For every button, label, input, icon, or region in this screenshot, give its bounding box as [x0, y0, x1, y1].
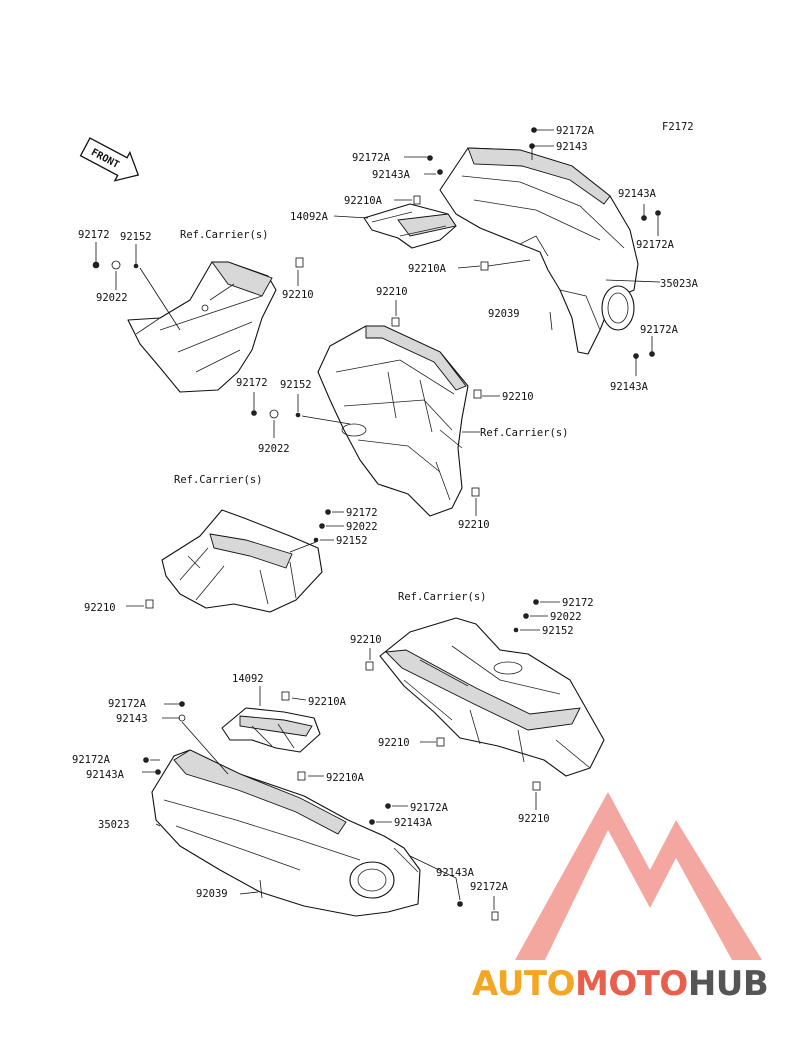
part-label: 92210: [502, 391, 534, 403]
left-carrier-bracket-middle: [161, 509, 323, 613]
center-carrier-tray: [317, 325, 469, 517]
clip-icon: [295, 257, 304, 268]
part-label: 92152: [542, 625, 574, 637]
watermark-triangle-icon: [515, 792, 762, 960]
rear-fender-right: [439, 147, 639, 355]
part-label: 92143A: [372, 169, 411, 181]
part-label: 92210A: [308, 696, 347, 708]
sub-bracket-lower: [221, 691, 321, 753]
part-label: 92172A: [640, 324, 679, 336]
part-label: 92022: [550, 611, 582, 623]
ref-carrier-label: Ref.Carrier(s): [180, 229, 269, 241]
part-label: 92172A: [72, 754, 111, 766]
part-label: 92152: [336, 535, 368, 547]
fasteners-right-lower: [365, 599, 541, 791]
left-carrier-bracket-upper: [127, 261, 277, 393]
part-label: 92022: [96, 292, 128, 304]
part-label: 92172A: [556, 125, 595, 137]
part-label: 92210: [376, 286, 408, 298]
part-label: 92210: [518, 813, 550, 825]
watermark-part1: AUTO: [472, 964, 575, 1004]
front-arrow-icon: FRONT: [79, 137, 140, 182]
watermark-part3: HUB: [688, 964, 768, 1004]
fasteners-upper-left: [92, 257, 304, 270]
part-label: 92039: [196, 888, 228, 900]
fasteners-upper-right: [427, 127, 661, 359]
part-label: 92039: [488, 308, 520, 320]
ref-carrier-label: Ref.Carrier(s): [398, 591, 487, 603]
part-label: 92210A: [408, 263, 447, 275]
watermark-part2: MOTO: [575, 964, 688, 1004]
fasteners-left-middle: [145, 509, 331, 609]
part-label: 92172: [562, 597, 594, 609]
fasteners-lower-left: [143, 701, 499, 921]
part-label: 92143: [556, 141, 588, 153]
part-label: 14092A: [290, 211, 329, 223]
part-label: 92210A: [344, 195, 383, 207]
part-label: 92172A: [470, 881, 509, 893]
part-label: 92210: [350, 634, 382, 646]
part-label: 92143: [116, 713, 148, 725]
ref-carrier-label: Ref.Carrier(s): [480, 427, 569, 439]
part-labels: 92172A 92143 92172A 92143A 92210A 14092A…: [72, 125, 699, 900]
part-label: 92210: [282, 289, 314, 301]
figure-code: F2172: [662, 121, 694, 133]
part-label: 92172: [346, 507, 378, 519]
part-label: 92172: [78, 229, 110, 241]
part-label: 92022: [346, 521, 378, 533]
washer-icon: [111, 260, 121, 270]
part-label: 92143A: [86, 769, 125, 781]
part-label: 14092: [232, 673, 264, 685]
part-label: 35023A: [660, 278, 699, 290]
right-carrier-tray: [379, 617, 605, 777]
part-label: 92172A: [410, 802, 449, 814]
part-label: 92210: [458, 519, 490, 531]
part-label: 92143A: [436, 867, 475, 879]
part-label: 92143A: [618, 188, 657, 200]
part-label: 92172: [236, 377, 268, 389]
part-label: 92152: [120, 231, 152, 243]
part-label: 92210: [378, 737, 410, 749]
rear-fender-left: [151, 749, 421, 917]
part-label: 92172A: [636, 239, 675, 251]
bolt-icon: [92, 261, 100, 269]
fasteners-center: [251, 317, 482, 497]
part-label: 92022: [258, 443, 290, 455]
sub-bracket-upper: [363, 195, 457, 249]
part-label: 92210: [84, 602, 116, 614]
part-label: 92143A: [610, 381, 649, 393]
automotohub-watermark: AUTOMOTOHUB: [472, 792, 769, 1004]
part-label: 92172A: [352, 152, 391, 164]
part-label: 35023: [98, 819, 130, 831]
nut-icon: [133, 263, 139, 269]
part-label: 92152: [280, 379, 312, 391]
part-label: 92143A: [394, 817, 433, 829]
part-label: 92210A: [326, 772, 365, 784]
ref-carrier-label: Ref.Carrier(s): [174, 474, 263, 486]
part-label: 92172A: [108, 698, 147, 710]
watermark-text: AUTOMOTOHUB: [472, 964, 768, 1004]
